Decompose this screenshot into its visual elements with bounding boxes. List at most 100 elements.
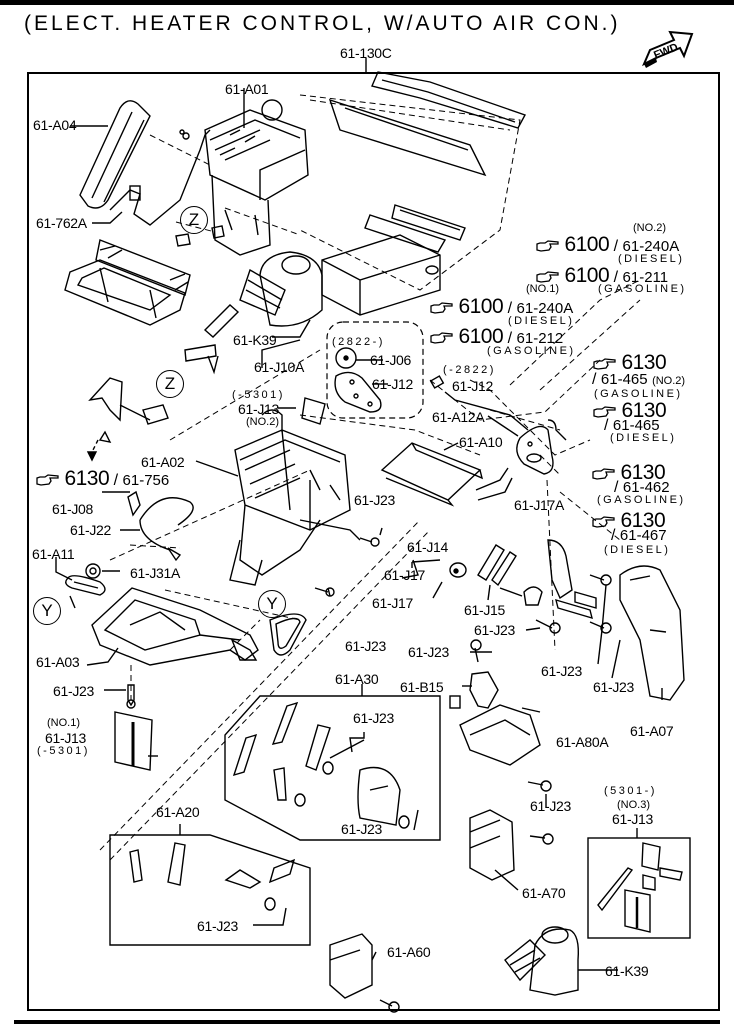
callout-61-b15[interactable]: 61-B15: [400, 679, 444, 695]
part-j22: [139, 497, 194, 551]
part-y-seal: [269, 613, 307, 656]
ref-6100-212-gasoline[interactable]: 6100 / 61-212: [430, 326, 563, 347]
callout-61-j14[interactable]: 61-J14: [407, 539, 449, 555]
callout-61-j13-no3[interactable]: 61-J13: [612, 811, 654, 827]
marker-y-right: Y: [258, 590, 286, 618]
part-j13-no3-box: [587, 837, 691, 939]
callout-61-j23-b15[interactable]: 61-J23: [408, 644, 450, 660]
callout-61-j23-a03[interactable]: 61-J23: [53, 683, 95, 699]
ref-6130-465-gasoline-part: / 61-465 (NO.2): [592, 371, 686, 388]
callout-61-a01[interactable]: 61-A01: [225, 81, 269, 97]
ref-6100-240a-diesel-no1[interactable]: 6100 / 61-240A: [430, 296, 573, 317]
part-hose: [88, 377, 123, 422]
callout-61-a20[interactable]: 61-A20: [156, 804, 200, 820]
pointing-hand-icon: [430, 302, 453, 314]
callout-61-j23-a80a[interactable]: 61-J23: [530, 798, 572, 814]
note-no1: (NO.1): [47, 717, 80, 729]
callout-61-j15[interactable]: 61-J15: [464, 602, 506, 618]
callout-61-a03[interactable]: 61-A03: [36, 654, 80, 670]
callout-61-j06[interactable]: 61-J06: [370, 352, 412, 368]
callout-61-j23-a07-b[interactable]: 61-J23: [593, 679, 635, 695]
callout-61-a04[interactable]: 61-A04: [33, 117, 77, 133]
part-k39-bottom: [529, 928, 580, 996]
ref-note-4: (NO.2): [652, 375, 686, 387]
ref-variant-1: (GASOLINE): [598, 283, 687, 295]
part-filter-mesh: [95, 239, 191, 296]
ref-figure: 6130: [620, 461, 666, 484]
callout-61-a80a[interactable]: 61-A80A: [556, 734, 609, 750]
diagram-frame: [27, 72, 720, 1011]
callout-61-j17a[interactable]: 61-J17A: [514, 497, 565, 513]
callout-61-j17-lower[interactable]: 61-J17: [372, 595, 414, 611]
callout-61-j13-no1[interactable]: 61-J13: [45, 730, 87, 746]
callout-61-762a[interactable]: 61-762A: [36, 215, 87, 231]
callout-61-a10[interactable]: 61-A10: [459, 434, 503, 450]
marker-z-left: Z: [156, 370, 184, 398]
callout-61-j23-heater[interactable]: 61-J23: [354, 492, 396, 508]
ref-part: 61-756: [122, 472, 170, 489]
callout-61-j22[interactable]: 61-J22: [70, 522, 112, 538]
callout-61-j10a[interactable]: 61-J10A: [254, 359, 305, 375]
ref-6100-211-gasoline[interactable]: 6100 / 61-211: [536, 265, 668, 286]
ref-part: 61-462: [622, 479, 670, 496]
ref-6130-465-diesel[interactable]: 6130: [593, 399, 667, 422]
range-5301-to-top: (-5301): [232, 389, 285, 401]
pointing-hand-icon: [536, 240, 559, 252]
part-j13-no1: [114, 711, 153, 771]
part-a07: [619, 565, 685, 701]
ref-6100-240a-diesel-no2[interactable]: 6100 / 61-240A: [536, 234, 679, 255]
callout-61-j17-upper[interactable]: 61-J17: [384, 567, 426, 583]
part-a60: [329, 933, 373, 999]
ref-figure: 6100: [458, 325, 504, 348]
callout-61-a07[interactable]: 61-A07: [630, 723, 674, 739]
ref-variant-2: (DIESEL): [508, 315, 575, 327]
ref-figure: 6130: [620, 509, 666, 532]
ref-part: 61-240A: [622, 238, 680, 255]
callout-61-j23-a30-top[interactable]: 61-J23: [353, 710, 395, 726]
ref-6130-462-gasoline[interactable]: 6130: [592, 461, 666, 484]
callout-61-j08[interactable]: 61-J08: [52, 501, 94, 517]
callout-61-a70[interactable]: 61-A70: [522, 885, 566, 901]
callout-61-k39-bottom[interactable]: 61-K39: [605, 963, 649, 979]
part-a20-box: [109, 834, 311, 946]
ref-note-2: (NO.1): [526, 283, 559, 295]
range-5301-from: (5301-): [604, 785, 657, 797]
callout-61-k39-top[interactable]: 61-K39: [233, 332, 277, 348]
callout-61-j12-box[interactable]: 61-J12: [372, 376, 414, 392]
callout-61-j23-a03-right[interactable]: 61-J23: [345, 638, 387, 654]
callout-61-j23-a07-a[interactable]: 61-J23: [541, 663, 583, 679]
callout-61-a12a[interactable]: 61-A12A: [432, 409, 485, 425]
ref-6130-467-diesel-part: / 61-467: [611, 527, 667, 544]
ref-6130-465-gasoline[interactable]: 6130: [593, 352, 667, 373]
callout-61-j23-a30-bottom[interactable]: 61-J23: [341, 821, 383, 837]
callout-61-j31a[interactable]: 61-J31A: [130, 565, 181, 581]
callout-61-j23-j15[interactable]: 61-J23: [474, 622, 516, 638]
marker-y-left: Y: [33, 597, 61, 625]
pointing-hand-icon: [592, 516, 615, 528]
pointing-hand-icon: [593, 358, 616, 370]
part-j10a: [184, 304, 240, 375]
callout-61-j13-no2[interactable]: 61-J13: [238, 401, 280, 417]
part-k39-top: [259, 251, 323, 327]
part-a12a: [516, 425, 554, 475]
callout-61-j12[interactable]: 61-J12: [452, 378, 494, 394]
pointing-hand-icon: [536, 271, 559, 283]
part-evaporator: [321, 234, 441, 316]
pointing-hand-icon: [36, 474, 59, 486]
ref-6130-467-diesel[interactable]: 6130: [592, 509, 666, 532]
ref-part: 61-211: [622, 269, 669, 286]
ref-figure: 6130: [621, 399, 667, 422]
callout-61-a02[interactable]: 61-A02: [141, 454, 185, 470]
part-a70: [469, 809, 515, 881]
ref-variant-0: (DIESEL): [618, 253, 685, 265]
part-j12-plate: [334, 371, 382, 413]
part-a30-box: [224, 695, 441, 841]
fwd-arrow-icon: FWD: [642, 30, 694, 68]
callout-61-a60[interactable]: 61-A60: [387, 944, 431, 960]
callout-61-a11[interactable]: 61-A11: [32, 546, 75, 562]
part-a04: [79, 100, 151, 209]
ref-6130-756[interactable]: 6130 / 61-756: [36, 468, 169, 489]
callout-61-a30[interactable]: 61-A30: [335, 671, 379, 687]
part-a02: [234, 429, 351, 531]
callout-61-j23-a20[interactable]: 61-J23: [197, 918, 239, 934]
